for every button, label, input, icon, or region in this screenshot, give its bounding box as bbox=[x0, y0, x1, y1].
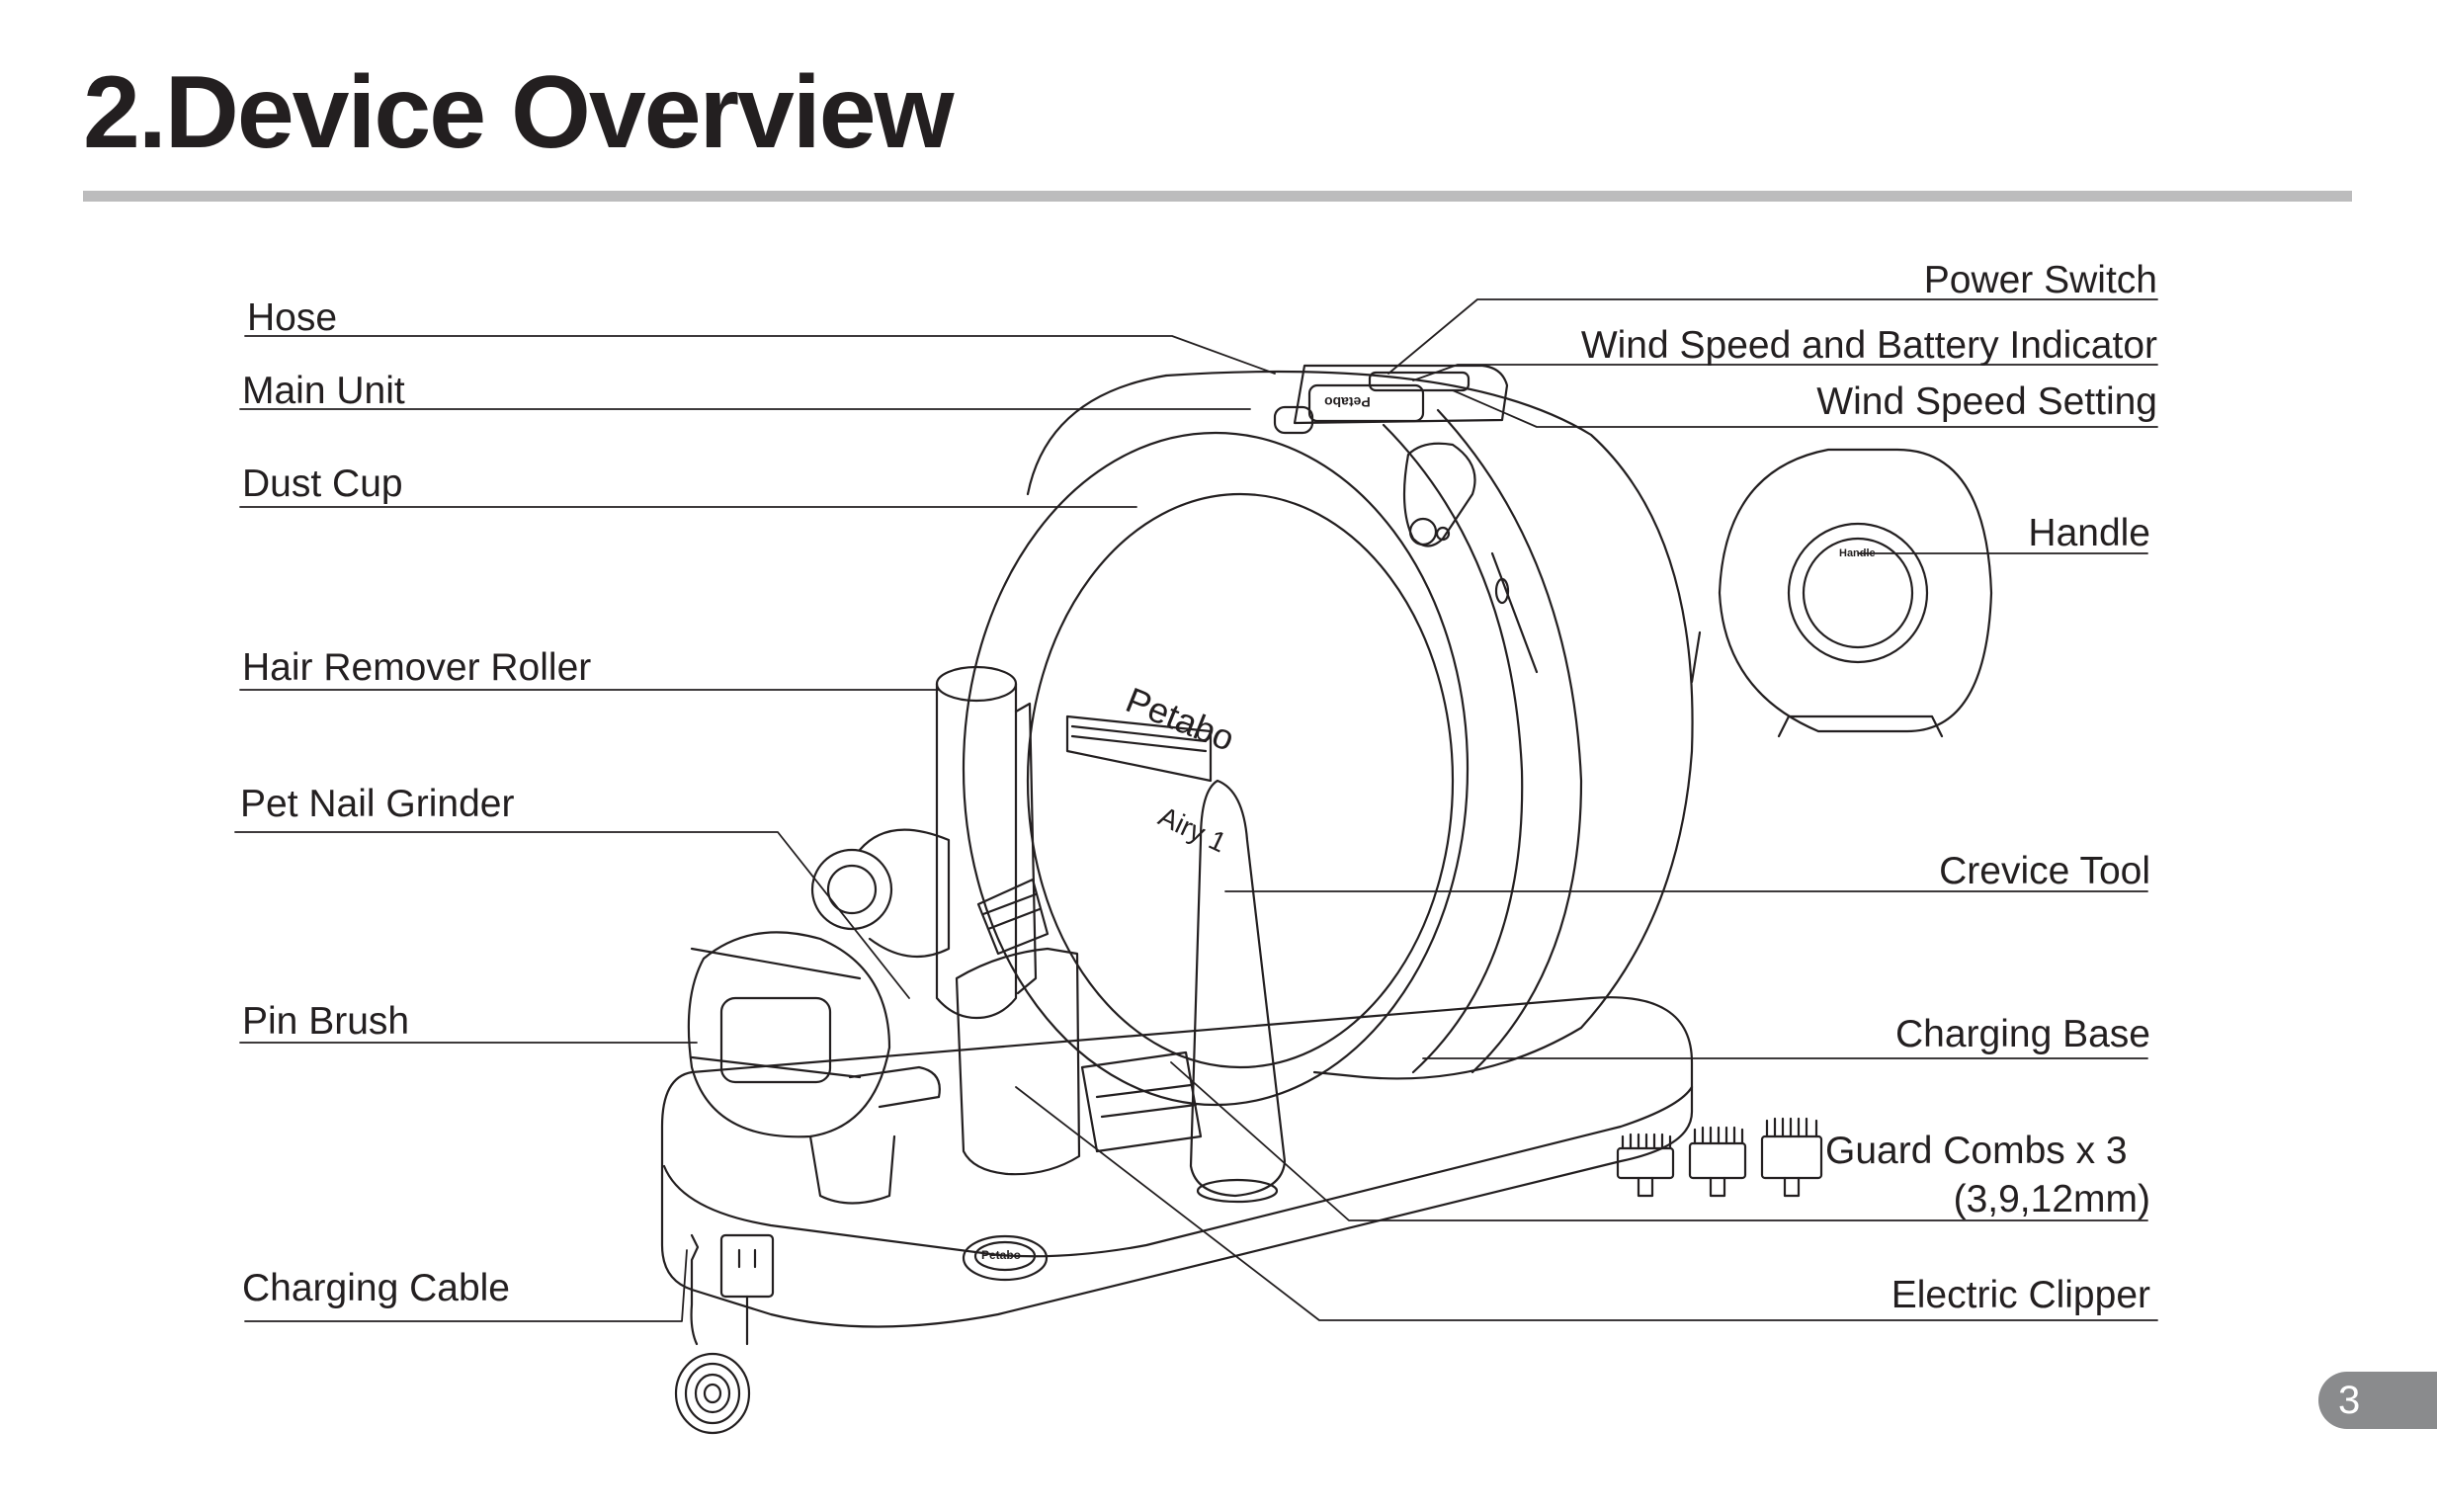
page-number: 3 bbox=[2338, 1379, 2361, 1422]
label-pet-nail-grinder: Pet Nail Grinder bbox=[240, 783, 515, 825]
label-electric-clipper: Electric Clipper bbox=[1891, 1274, 2150, 1316]
base-logo-marking: Petabo bbox=[981, 1248, 1022, 1262]
label-dust-cup: Dust Cup bbox=[242, 462, 403, 505]
guard-comb-icon bbox=[1688, 1126, 1747, 1198]
guard-comb-icon bbox=[1760, 1117, 1823, 1198]
title-divider bbox=[83, 191, 2352, 202]
handle-inset-marking: Handle bbox=[1839, 547, 1876, 559]
top-panel-marking: Petabo bbox=[1324, 394, 1371, 410]
label-power-switch: Power Switch bbox=[1923, 259, 2157, 301]
pet-nail-grinder-illustration bbox=[810, 828, 951, 959]
label-guard-combs-sizes: (3,9,12mm) bbox=[1953, 1178, 2150, 1220]
leader-lines-left bbox=[234, 335, 1276, 1322]
handle-inset-illustration bbox=[1690, 448, 1993, 738]
page-title: 2.Device Overview bbox=[83, 55, 955, 170]
label-hair-remover-roller: Hair Remover Roller bbox=[242, 646, 592, 689]
leader-lines-right bbox=[1015, 298, 2158, 1321]
label-pin-brush: Pin Brush bbox=[242, 1000, 410, 1043]
hair-remover-roller-illustration bbox=[935, 665, 1038, 1020]
page-number-badge bbox=[2318, 1372, 2437, 1429]
label-wind-speed-battery-indicator: Wind Speed and Battery Indicator bbox=[1580, 324, 2157, 367]
label-main-unit: Main Unit bbox=[242, 370, 405, 412]
label-hose: Hose bbox=[247, 296, 338, 339]
charging-cable-icon bbox=[674, 1233, 775, 1435]
label-wind-speed-setting: Wind Speed Setting bbox=[1816, 380, 2157, 423]
pin-brush-illustration bbox=[687, 931, 941, 1205]
main-unit-illustration bbox=[962, 364, 1694, 1107]
guard-combs-base-illustration bbox=[1080, 1050, 1203, 1153]
charging-base-illustration bbox=[660, 996, 1694, 1328]
label-charging-cable: Charging Cable bbox=[242, 1267, 511, 1309]
label-guard-combs: Guard Combs x 3 bbox=[1825, 1130, 2128, 1172]
crevice-tool-illustration bbox=[1189, 779, 1287, 1204]
label-handle: Handle bbox=[2028, 512, 2150, 554]
label-charging-base: Charging Base bbox=[1895, 1013, 2150, 1055]
electric-clipper-illustration bbox=[955, 878, 1081, 1176]
guard-comb-icon bbox=[1616, 1133, 1675, 1198]
label-crevice-tool: Crevice Tool bbox=[1939, 850, 2150, 892]
